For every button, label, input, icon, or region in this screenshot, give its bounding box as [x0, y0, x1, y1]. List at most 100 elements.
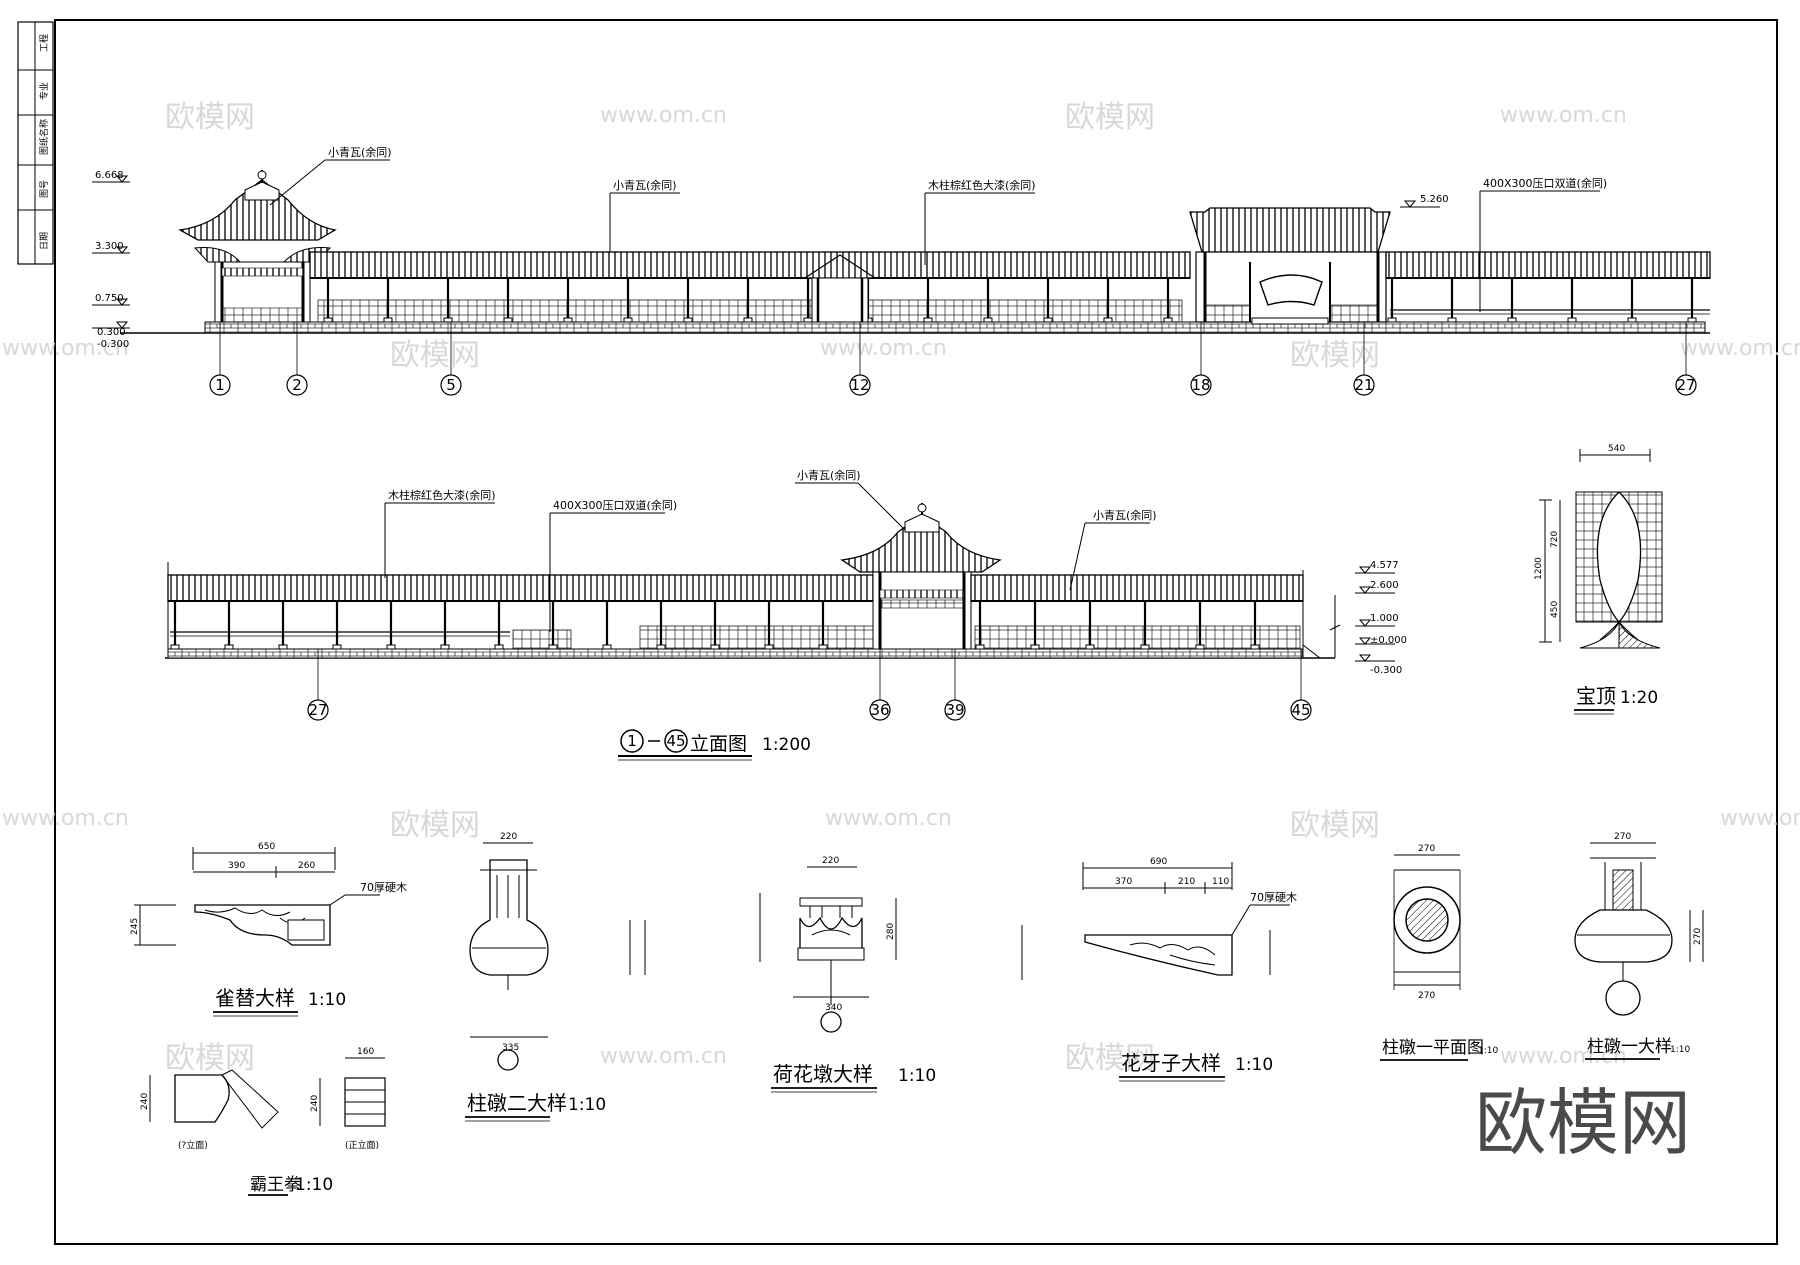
watermark-url: www.om.cn	[2, 336, 129, 361]
axis-bubble	[1675, 374, 1697, 396]
post-base	[1085, 644, 1095, 650]
detail-que-ti: 650 390 260 70厚硬木 245 雀替大样 1:10	[130, 842, 407, 1017]
watermark-url: www.om.cn	[1500, 103, 1627, 128]
dim-label: 720	[1550, 531, 1560, 548]
post-base	[1103, 317, 1113, 323]
dim-label: 340	[825, 1003, 842, 1013]
dim-label: 110	[1212, 877, 1229, 887]
post-base	[656, 644, 666, 650]
leader-notes-top: 小青瓦(余同) 小青瓦(余同) 木柱棕红色大漆(余同) 400X300压口双道(…	[269, 145, 1607, 312]
watermark-cn: 欧模网	[1290, 808, 1380, 843]
axis-bubble	[307, 699, 329, 721]
brand-logo: 欧模网	[1475, 1081, 1691, 1165]
detail-title: 霸王拳	[250, 1175, 301, 1195]
dim-label: 370	[1115, 877, 1132, 887]
detail-title: 荷花墩大样	[773, 1062, 873, 1086]
corridor-posts	[1387, 278, 1697, 323]
dim-label: 280	[886, 923, 896, 940]
dim-label: 245	[130, 918, 140, 935]
post-base	[1043, 317, 1053, 323]
post-base	[1195, 644, 1205, 650]
dim-label: 390	[228, 861, 245, 871]
title-axis-end: 45	[666, 732, 685, 750]
level-label: 0.750	[95, 293, 124, 304]
note-roof-tile: 小青瓦(余同)	[328, 145, 392, 159]
sheet-frame	[54, 19, 1778, 1245]
elevation-title: 1 45 立面图 1:200	[618, 729, 811, 761]
axis-bubble	[1290, 699, 1312, 721]
post-base	[1140, 644, 1150, 650]
post-base	[386, 644, 396, 650]
detail-baoding: 540 1200 720 450 宝顶 1:20	[1534, 444, 1663, 715]
title-block-cell: 图纸名称	[38, 119, 50, 155]
axis-label: 2	[292, 376, 302, 394]
post-base	[743, 317, 753, 323]
post-base	[1030, 644, 1040, 650]
post-base	[975, 644, 985, 650]
detail-he-hua-dun: 220 340 280 荷花墩大样 1:10	[759, 856, 936, 1093]
corridor-top-left	[309, 251, 1191, 323]
title-block-cell: 日期	[39, 232, 50, 250]
axis-bubble	[849, 374, 871, 396]
detail-zhu-deng-1: 270 270 柱礅一大样 1:10	[1574, 832, 1704, 1060]
post-base	[1447, 317, 1457, 323]
leader-notes-bottom: 木柱棕红色大漆(余同) 400X300压口双道(余同) 小青瓦(余同) 小青瓦(…	[384, 468, 1157, 632]
axis-label: 27	[308, 701, 327, 719]
post-base	[323, 317, 333, 323]
axis-label: 39	[945, 701, 964, 719]
note-roof-tile: 小青瓦(余同)	[797, 468, 861, 482]
axis-bubble	[944, 699, 966, 721]
dim-label: 220	[822, 856, 839, 866]
detail-scale: 1:10	[1235, 1055, 1273, 1075]
note-material: 70厚硬木	[360, 881, 407, 894]
post-base	[1250, 644, 1260, 650]
detail-title: 雀替大样	[215, 986, 295, 1010]
view-label: (?立面)	[178, 1139, 208, 1151]
title-block-cell: 工程	[39, 34, 50, 52]
post-base	[1387, 317, 1397, 323]
watermark-cn: 欧模网	[390, 338, 480, 373]
post-base	[503, 317, 513, 323]
level-markers-bottom: 4.577 2.600 1.000 ±0.000 -0.300	[1329, 560, 1407, 676]
detail-zhu-deng-2: 220 335 柱礅二大样 1:10	[465, 832, 646, 1122]
watermark-cn: 欧模网	[1065, 100, 1155, 135]
dim-label: 650	[258, 842, 275, 852]
detail-scale: 1:10	[1478, 1046, 1498, 1056]
dim-label: 270	[1614, 832, 1631, 842]
post-base	[803, 317, 813, 323]
elevation-top: 6.668 3.300 0.750 0.300 -0.300 5.260 小青瓦…	[92, 145, 1711, 396]
detail-scale: 1:10	[295, 1175, 333, 1195]
title-axis-start: 1	[627, 732, 637, 750]
elevation-bottom: 4.577 2.600 1.000 ±0.000 -0.300 木柱棕红色大漆(…	[165, 468, 1407, 761]
axis-label: 18	[1191, 376, 1210, 394]
corridor-top-right	[1385, 251, 1711, 315]
note-column-paint: 木柱棕红色大漆(余同)	[388, 488, 496, 502]
level-markers-top: 6.668 3.300 0.750 0.300 -0.300 5.260	[92, 170, 1449, 350]
detail-hua-ya-zi: 690 370 210 110 70厚硬木 花牙子大样 1:10	[1021, 857, 1297, 1082]
dim-label: 1200	[1534, 557, 1544, 580]
level-label: 6.668	[95, 170, 124, 181]
detail-zhu-deng-plan: 270 270 柱礅一平面图 1:10	[1380, 844, 1498, 1061]
post-base	[818, 644, 828, 650]
note-roof-tile: 小青瓦(余同)	[1093, 508, 1157, 522]
pavilion-left	[177, 170, 337, 323]
elevation-title-text: 立面图	[690, 733, 747, 755]
watermark-url: www.om.cn	[600, 1044, 727, 1069]
axis-label: 27	[1676, 376, 1695, 394]
axis-label: 5	[446, 376, 456, 394]
detail-scale: 1:10	[308, 990, 346, 1010]
detail-scale: 1:10	[898, 1066, 936, 1086]
watermark-cn: 欧模网	[1290, 338, 1380, 373]
level-label: 0.300	[97, 327, 126, 338]
dim-label: 690	[1150, 857, 1167, 867]
view-label: (正立面)	[345, 1139, 379, 1151]
post-base	[1687, 317, 1697, 323]
elevation-scale: 1:200	[762, 735, 811, 755]
level-label: ±0.000	[1370, 635, 1407, 646]
dim-label: 220	[500, 832, 517, 842]
title-block-cell: 专业	[38, 82, 50, 100]
watermark-cn: 欧模网	[165, 1041, 255, 1076]
dim-label: 210	[1178, 877, 1195, 887]
